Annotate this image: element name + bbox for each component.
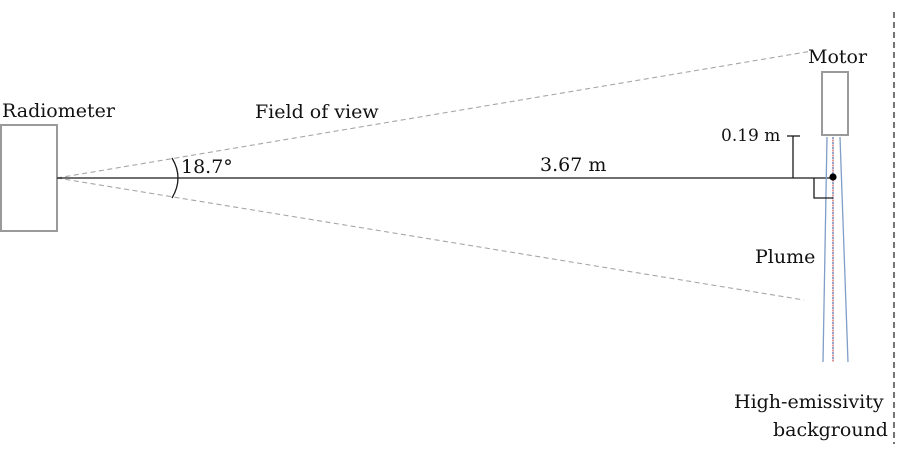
radiometer-label: Radiometer — [2, 100, 116, 122]
motor-label: Motor — [808, 46, 868, 68]
plume-left-edge — [822, 136, 828, 363]
plume-label: Plume — [755, 246, 815, 268]
right-angle-marker — [813, 178, 833, 199]
offset-label: 0.19 m — [721, 126, 780, 146]
measurement-point — [829, 173, 837, 181]
field-of-view-label: Field of view — [255, 101, 379, 123]
fov-lower-line — [56, 177, 805, 301]
angle-label: 18.7° — [181, 156, 233, 178]
motor-box — [821, 71, 849, 136]
background-label-line2: background — [773, 419, 888, 441]
distance-label: 3.67 m — [540, 154, 606, 176]
angle-arc — [171, 157, 179, 199]
fov-upper-line — [56, 50, 813, 179]
radiometer-box — [0, 124, 58, 232]
background-label-line1: High-emissivity — [734, 391, 884, 413]
plume-right-edge — [839, 136, 849, 363]
